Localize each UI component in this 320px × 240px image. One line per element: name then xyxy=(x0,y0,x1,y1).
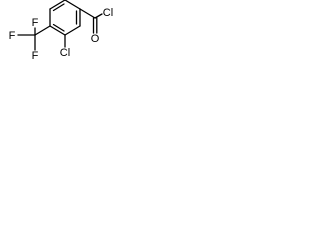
benzene-ring xyxy=(49,0,81,36)
ring-double-bond-inner-upper-left xyxy=(52,3,65,12)
ring-bond-c4-c5 xyxy=(49,0,66,10)
carbonyl-to-chlorine-bond xyxy=(94,13,103,19)
fluorine-bottom-label: F xyxy=(32,50,39,62)
ring-bond-c5-c6 xyxy=(64,0,81,10)
ring-chlorine-substituent: Cl xyxy=(60,34,70,59)
acyl-chloride-group: O Cl xyxy=(79,7,113,45)
ring-double-bond-inner-lower-left xyxy=(52,23,65,32)
trifluoromethyl-group: F F F xyxy=(9,17,51,62)
ring-bond-c2-c3 xyxy=(49,25,66,36)
fluorine-top-label: F xyxy=(32,17,39,29)
ring-chlorine-label: Cl xyxy=(60,47,70,59)
ring-bond-c1-c2 xyxy=(64,25,81,36)
ring-to-carbonyl-bond xyxy=(79,8,96,19)
fluorine-left-label: F xyxy=(9,30,16,42)
carbonyl-oxygen-label: O xyxy=(91,33,100,45)
carbonyl-chlorine-label: Cl xyxy=(103,7,113,19)
ring-to-cf3-bond xyxy=(34,25,51,36)
chemical-structure-diagram: O Cl Cl F F F xyxy=(9,0,113,62)
